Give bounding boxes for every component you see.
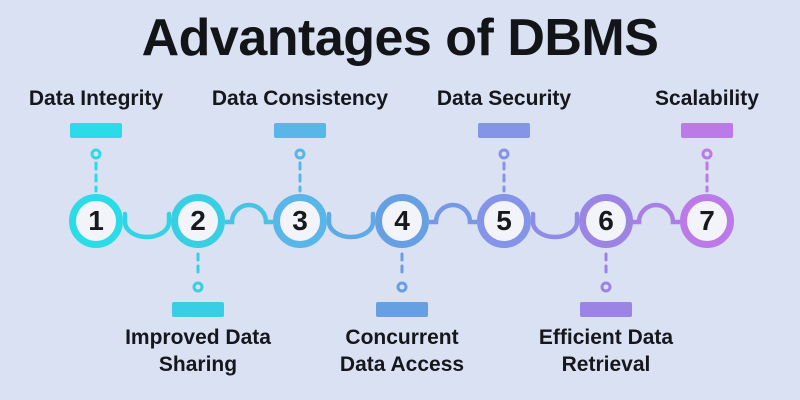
step-number: 2	[190, 205, 206, 236]
u-arc-icon	[327, 211, 375, 240]
arch-arc-icon	[429, 202, 477, 225]
connector-dot-icon	[701, 148, 713, 160]
step-number: 1	[88, 205, 104, 236]
arc-connector-3-4	[327, 211, 375, 240]
step-number: 3	[292, 205, 308, 236]
dotted-connector	[294, 148, 306, 193]
arch-arc-icon	[225, 202, 273, 225]
connector-dot-icon	[90, 148, 102, 160]
dotted-connector	[396, 252, 408, 293]
label-bar	[376, 302, 428, 317]
label-bar	[274, 123, 326, 138]
item-column-6: 6 Efficient Data Retrieval	[516, 0, 696, 400]
arch-arc-icon	[632, 202, 680, 225]
step-number: 6	[598, 205, 614, 236]
item-label: Efficient Data Retrieval	[538, 326, 674, 376]
connector-dot-icon	[192, 281, 204, 293]
step-circle: 1	[69, 194, 123, 248]
arc-connector-5-6	[531, 211, 579, 240]
step-number: 5	[496, 205, 512, 236]
item-label: Data Consistency	[211, 87, 389, 110]
item-label: Concurrent Data Access	[339, 326, 465, 376]
u-arc-icon	[531, 211, 579, 240]
arc-connector-2-3	[225, 202, 273, 225]
step-number: 7	[699, 205, 715, 236]
arc-connector-1-2	[123, 211, 171, 240]
connector-dot-icon	[600, 281, 612, 293]
label-bar	[70, 123, 122, 138]
arc-connector-4-5	[429, 202, 477, 225]
step-circle: 3	[273, 194, 327, 248]
label-bar	[478, 123, 530, 138]
item-label: Improved Data Sharing	[125, 326, 271, 376]
dotted-connector	[192, 252, 204, 293]
step-circle: 7	[680, 194, 734, 248]
arc-connector-6-7	[632, 202, 680, 225]
step-circle: 5	[477, 194, 531, 248]
label-bar	[580, 302, 632, 317]
label-bar	[172, 302, 224, 317]
item-column-1: Data Integrity 1	[6, 0, 186, 400]
step-number: 4	[394, 205, 410, 236]
item-column-3: Data Consistency 3	[210, 0, 390, 400]
connector-dot-icon	[396, 281, 408, 293]
item-label: Data Security	[436, 87, 572, 110]
dotted-connector	[600, 252, 612, 293]
step-circle: 6	[579, 194, 633, 248]
dotted-connector	[90, 148, 102, 193]
u-arc-icon	[123, 211, 171, 240]
connector-dot-icon	[294, 148, 306, 160]
item-label: Scalability	[655, 87, 759, 110]
dotted-connector	[701, 148, 713, 193]
connector-dot-icon	[498, 148, 510, 160]
item-column-2: 2 Improved Data Sharing	[108, 0, 288, 400]
dotted-connector	[498, 148, 510, 193]
item-column-7: Scalability 7	[617, 0, 797, 400]
item-column-4: 4 Concurrent Data Access	[312, 0, 492, 400]
item-column-5: Data Security 5	[414, 0, 594, 400]
page-title: Advantages of DBMS	[141, 9, 659, 67]
label-bar	[681, 123, 733, 138]
step-circle: 4	[375, 194, 429, 248]
step-circle: 2	[171, 194, 225, 248]
item-label: Data Integrity	[28, 87, 164, 110]
